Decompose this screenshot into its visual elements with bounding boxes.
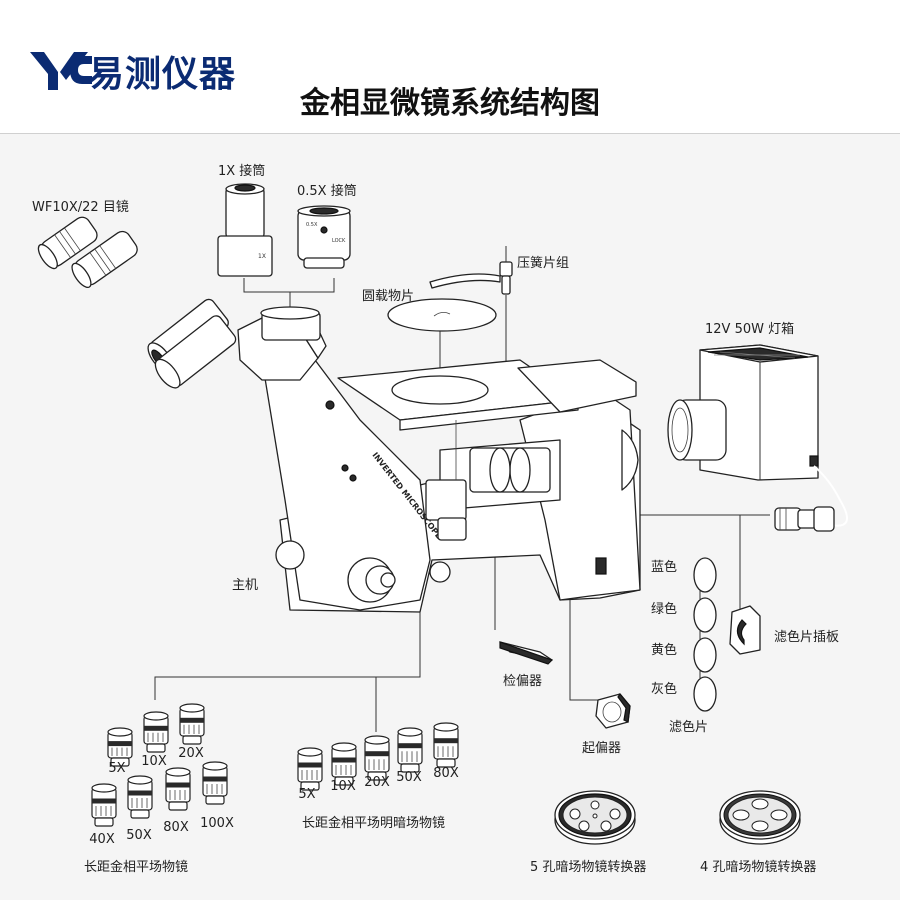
label-filter-blue: 蓝色 xyxy=(651,560,678,575)
objective-label: 20X xyxy=(364,775,390,790)
label-analyzer: 检偏器 xyxy=(503,674,543,689)
label-main-body: 主机 xyxy=(232,578,259,593)
label-filter-yellow: 黄色 xyxy=(651,643,678,658)
analyzer-drawing xyxy=(499,641,554,665)
label-adapter-1x: 1X 接筒 xyxy=(218,164,266,179)
label-eyepiece: WF10X/22 目镜 xyxy=(32,200,129,215)
objective-lens-icon xyxy=(143,711,169,753)
objective-lens-icon xyxy=(297,747,323,791)
round-plate-drawing xyxy=(387,298,497,332)
adapter-1x-mark: 1X xyxy=(258,253,266,260)
objective-label: 80X xyxy=(163,820,189,835)
diagram-area: 1X 0.5X LOCK xyxy=(0,134,900,900)
adapter-05x-drawing: 0.5X LOCK xyxy=(297,205,351,269)
page-title: 金相显微镜系统结构图 xyxy=(300,86,600,121)
label-bf-objectives: 长距金相平场物镜 xyxy=(84,860,189,875)
objective-lens-icon xyxy=(179,703,205,745)
objective-label: 50X xyxy=(126,828,152,843)
filter-holder-drawing xyxy=(729,605,761,655)
objective-lens-icon xyxy=(91,783,117,827)
adapter-lock-mark: LOCK xyxy=(332,238,346,244)
label-polarizer: 起偏器 xyxy=(582,741,622,756)
label-round-plate: 圆载物片 xyxy=(362,289,415,304)
logo-text: 易测仪器 xyxy=(88,54,237,95)
label-bd-objectives: 长距金相平场明暗场物镜 xyxy=(302,816,446,831)
spring-clip-drawing xyxy=(429,246,513,295)
label-turret-4: 4 孔暗场物镜转换器 xyxy=(700,860,817,875)
objective-lens-icon xyxy=(165,767,191,811)
label-lamp-box: 12V 50W 灯箱 xyxy=(705,322,795,337)
label-filter-gray: 灰色 xyxy=(651,682,678,697)
header: 易测仪器 金相显微镜系统结构图 xyxy=(0,0,900,133)
polarizer-drawing xyxy=(595,692,631,729)
objective-lens-icon xyxy=(127,775,153,819)
objective-lens-icon xyxy=(433,722,459,768)
objective-label: 5X xyxy=(298,787,316,802)
header-divider xyxy=(0,133,900,134)
label-filter-holder: 滤色片插板 xyxy=(774,630,840,645)
objective-label: 5X xyxy=(108,761,126,776)
objective-label: 10X xyxy=(330,779,356,794)
label-spring-clip: 压簧片组 xyxy=(517,256,570,271)
adapter-05x-mark: 0.5X xyxy=(306,222,318,228)
objective-label: 50X xyxy=(396,770,422,785)
objective-label: 100X xyxy=(200,816,234,831)
label-filters: 滤色片 xyxy=(669,720,709,735)
objective-lens-icon xyxy=(331,742,357,786)
objective-label: 80X xyxy=(433,766,459,781)
objective-label: 20X xyxy=(178,746,204,761)
objective-label: 40X xyxy=(89,832,115,847)
lamp-box-drawing xyxy=(667,344,849,532)
objective-lens-icon xyxy=(107,727,133,767)
turret-4-hole-drawing xyxy=(719,790,801,845)
objective-lenses-drawing xyxy=(91,703,459,827)
objective-lens-icon xyxy=(397,727,423,773)
diagram-drawing: 1X 0.5X LOCK xyxy=(37,183,849,845)
turret-5-hole-drawing xyxy=(554,790,636,845)
filters-drawing xyxy=(693,557,717,712)
objective-lens-icon xyxy=(364,735,390,781)
eyepieces-drawing xyxy=(37,216,138,289)
microscope-body-drawing: INVERTED MICROSCOPE xyxy=(147,298,641,613)
label-turret-5: 5 孔暗场物镜转换器 xyxy=(530,860,647,875)
label-adapter-05x: 0.5X 接筒 xyxy=(297,184,357,199)
adapter-1x-drawing: 1X xyxy=(217,183,273,277)
logo-mark-icon xyxy=(30,52,92,90)
objective-lens-icon xyxy=(202,761,228,805)
objective-label: 10X xyxy=(141,754,167,769)
label-filter-green: 绿色 xyxy=(651,602,678,617)
